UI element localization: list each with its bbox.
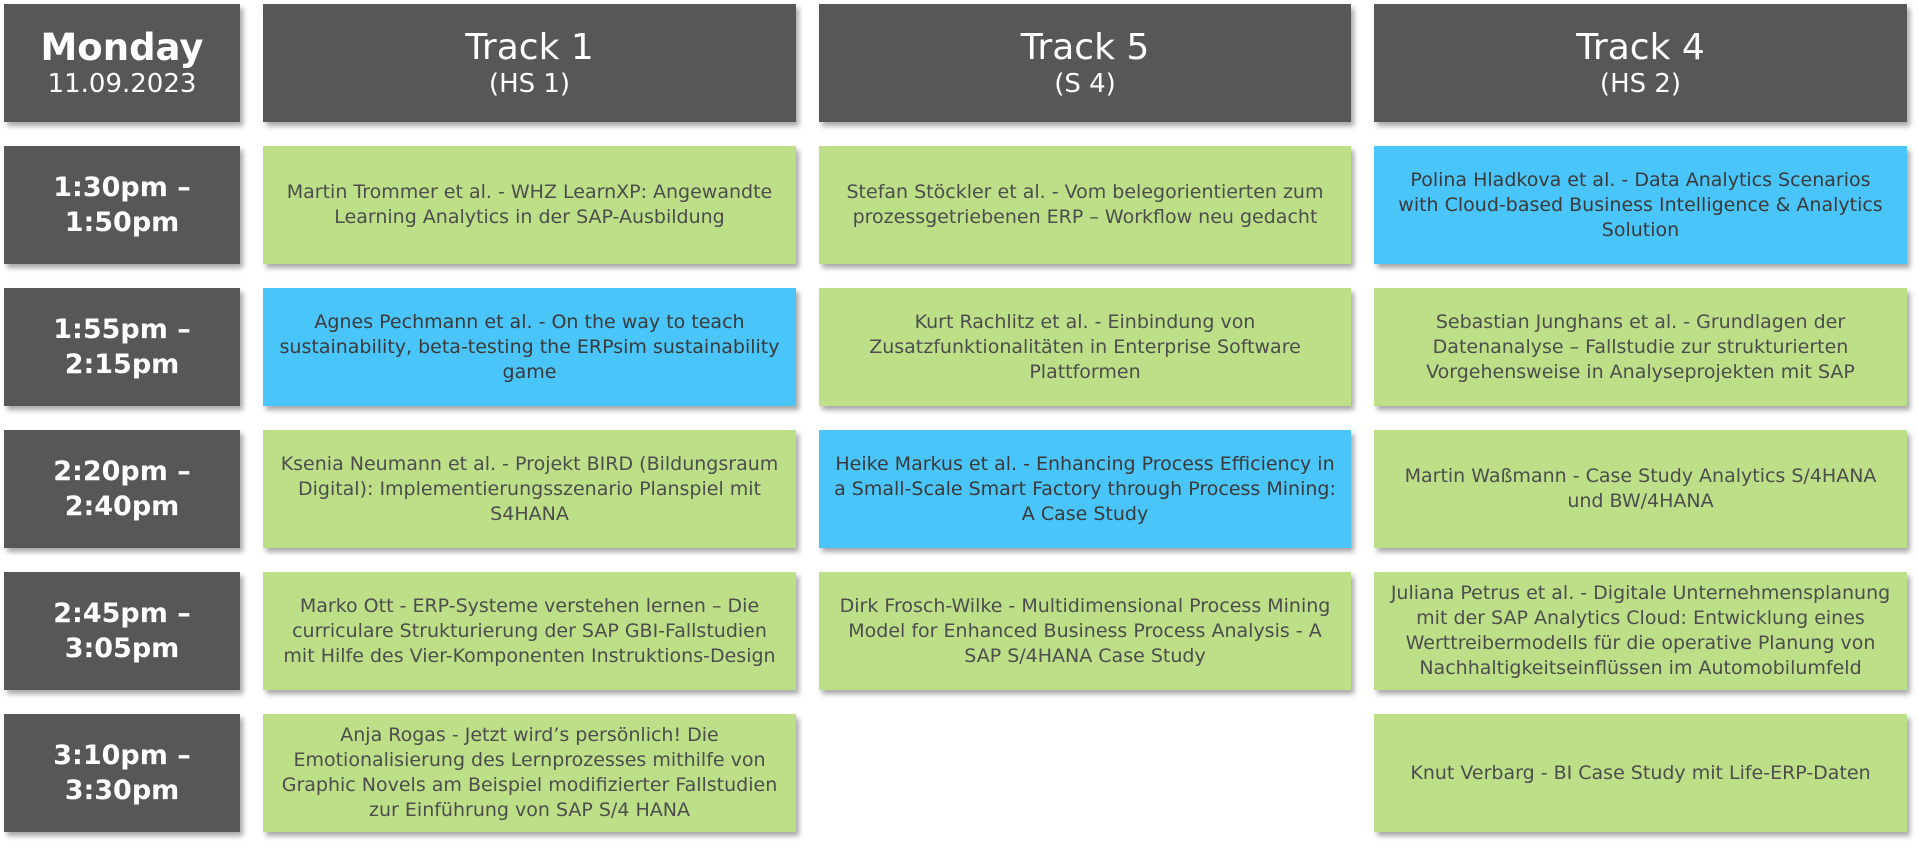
session-card[interactable]: Heike Markus et al. - Enhancing Process … <box>819 430 1351 548</box>
day-date: 11.09.2023 <box>47 69 197 99</box>
session-card[interactable]: Stefan Stöckler et al. - Vom belegorient… <box>819 146 1351 264</box>
track-room: (HS 2) <box>1599 69 1682 99</box>
day-header: Monday 11.09.2023 <box>4 4 240 122</box>
time-slot: 1:30pm – 1:50pm <box>4 146 240 264</box>
time-start: 2:20pm – <box>53 456 191 487</box>
time-slot: 3:10pm – 3:30pm <box>4 714 240 832</box>
session-title: Juliana Petrus et al. - Digitale Unterne… <box>1390 582 1891 679</box>
time-start: 1:55pm – <box>53 314 191 345</box>
track-header-4: Track 4 (HS 2) <box>1374 4 1907 122</box>
session-title: Martin Trommer et al. - WHZ LearnXP: Ang… <box>286 181 773 228</box>
session-card[interactable]: Martin Trommer et al. - WHZ LearnXP: Ang… <box>263 146 796 264</box>
session-title: Sebastian Junghans et al. - Grundlagen d… <box>1426 310 1855 383</box>
session-title: Marko Ott - ERP-Systeme verstehen lernen… <box>283 594 776 667</box>
session-card[interactable]: Polina Hladkova et al. - Data Analytics … <box>1374 146 1907 264</box>
track-name: Track 5 <box>1020 27 1150 68</box>
session-card[interactable]: Agnes Pechmann et al. - On the way to te… <box>263 288 796 406</box>
session-card[interactable]: Martin Waßmann - Case Study Analytics S/… <box>1374 430 1907 548</box>
session-card[interactable]: Anja Rogas - Jetzt wird’s persönlich! Di… <box>263 714 796 832</box>
time-slot: 2:45pm – 3:05pm <box>4 572 240 690</box>
time-slot: 2:20pm – 2:40pm <box>4 430 240 548</box>
session-title: Polina Hladkova et al. - Data Analytics … <box>1398 168 1883 241</box>
session-title: Kurt Rachlitz et al. - Einbindung von Zu… <box>869 310 1301 383</box>
time-end: 2:15pm <box>64 349 180 380</box>
track-header-5: Track 5 (S 4) <box>819 4 1351 122</box>
session-title: Ksenia Neumann et al. - Projekt BIRD (Bi… <box>280 452 779 525</box>
session-card[interactable]: Ksenia Neumann et al. - Projekt BIRD (Bi… <box>263 430 796 548</box>
track-header-1: Track 1 (HS 1) <box>263 4 796 122</box>
session-card[interactable]: Dirk Frosch-Wilke - Multidimensional Pro… <box>819 572 1351 690</box>
session-title: Martin Waßmann - Case Study Analytics S/… <box>1404 465 1877 512</box>
time-slot: 1:55pm – 2:15pm <box>4 288 240 406</box>
track-room: (S 4) <box>1054 69 1116 99</box>
time-end: 1:50pm <box>64 207 180 238</box>
time-end: 3:05pm <box>64 633 180 664</box>
time-start: 1:30pm – <box>53 172 191 203</box>
session-card[interactable]: Sebastian Junghans et al. - Grundlagen d… <box>1374 288 1907 406</box>
time-start: 3:10pm – <box>53 740 191 771</box>
session-card[interactable]: Knut Verbarg - BI Case Study mit Life-ER… <box>1374 714 1907 832</box>
session-title: Heike Markus et al. - Enhancing Process … <box>834 452 1336 525</box>
session-card[interactable]: Kurt Rachlitz et al. - Einbindung von Zu… <box>819 288 1351 406</box>
time-end: 3:30pm <box>64 775 180 806</box>
session-card[interactable]: Juliana Petrus et al. - Digitale Unterne… <box>1374 572 1907 690</box>
session-title: Anja Rogas - Jetzt wird’s persönlich! Di… <box>281 724 778 821</box>
session-title: Stefan Stöckler et al. - Vom belegorient… <box>846 181 1324 228</box>
session-title: Knut Verbarg - BI Case Study mit Life-ER… <box>1410 761 1871 784</box>
session-card[interactable]: Marko Ott - ERP-Systeme verstehen lernen… <box>263 572 796 690</box>
day-name: Monday <box>40 26 204 69</box>
track-room: (HS 1) <box>488 69 571 99</box>
time-start: 2:45pm – <box>53 598 191 629</box>
session-title: Dirk Frosch-Wilke - Multidimensional Pro… <box>839 594 1331 667</box>
track-name: Track 4 <box>1576 27 1705 68</box>
track-name: Track 1 <box>465 27 594 68</box>
time-end: 2:40pm <box>64 491 180 522</box>
session-title: Agnes Pechmann et al. - On the way to te… <box>279 310 780 383</box>
